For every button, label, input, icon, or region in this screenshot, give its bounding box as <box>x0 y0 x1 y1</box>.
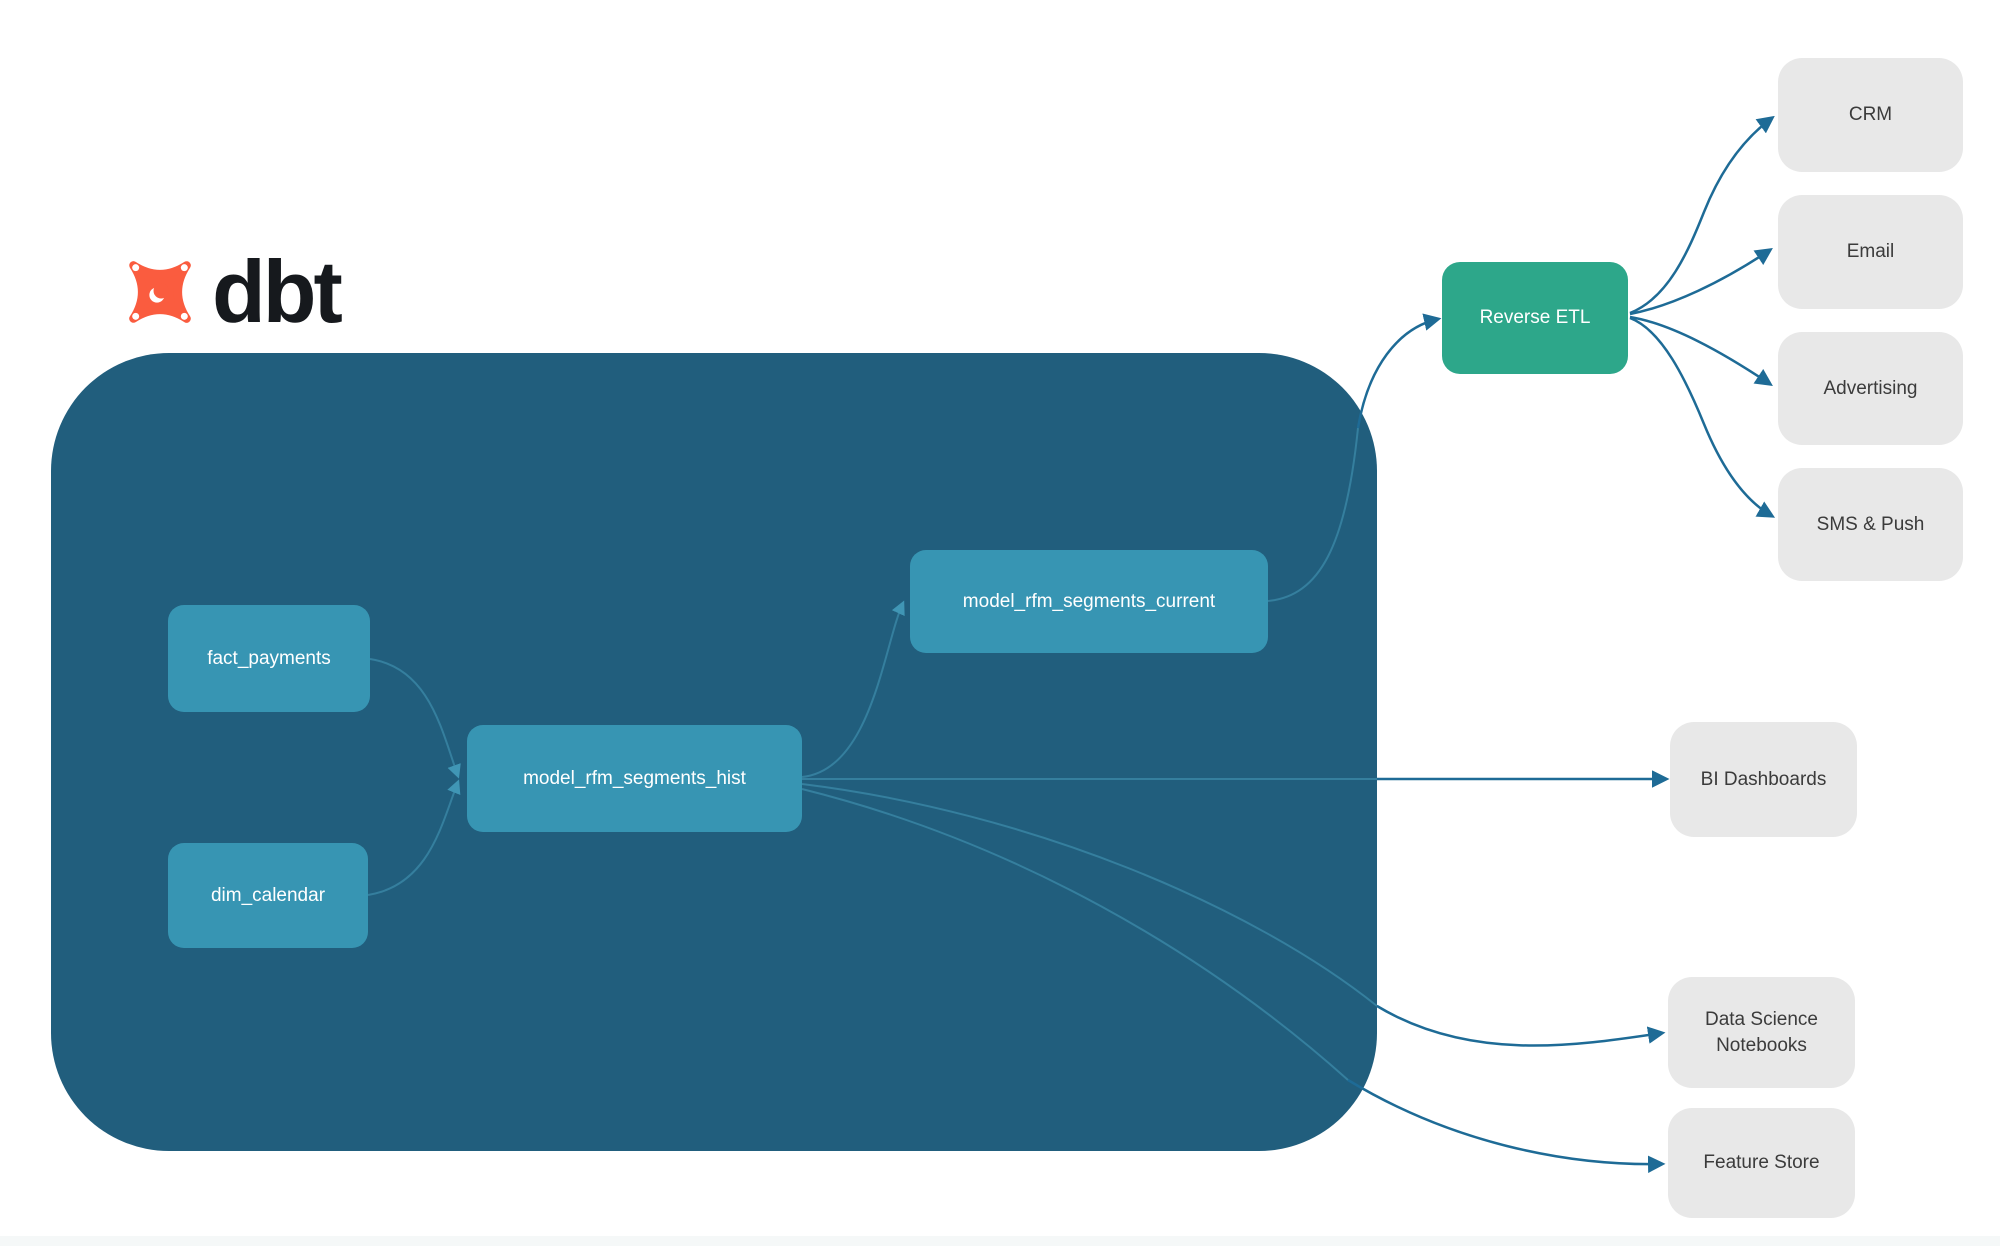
node-label: model_rfm_segments_hist <box>523 767 746 789</box>
node-label: Data Science Notebooks <box>1704 1008 1818 1056</box>
dbt-logo: dbt <box>122 242 343 341</box>
edge-current-to-reverse-etl <box>1356 313 1442 429</box>
node-email: Email <box>1778 195 1963 309</box>
node-fact-payments: fact_payments <box>168 605 370 712</box>
edge-reverse-etl-to-sms-push <box>1629 316 1776 518</box>
edge-hist-to-current <box>801 600 905 778</box>
node-label: Feature Store <box>1703 1152 1820 1174</box>
node-model-rfm-segments-hist: model_rfm_segments_hist <box>467 725 802 832</box>
node-data-science-notebooks: Data Science Notebooks <box>1668 977 1855 1088</box>
edge-hist-to-feature-store-inside <box>801 788 1349 1081</box>
edge-to-feature-store <box>1347 1078 1666 1174</box>
edge-reverse-etl-to-crm <box>1629 115 1775 315</box>
edge-current-to-reverse-etl-inside <box>1267 427 1359 602</box>
node-label: SMS & Push <box>1816 513 1925 535</box>
node-label: Advertising <box>1823 377 1918 399</box>
edge-fact-payments-to-hist <box>369 658 461 779</box>
node-bi-dashboards: BI Dashboards <box>1670 722 1857 837</box>
node-label: Reverse ETL <box>1479 307 1591 328</box>
node-sms-push: SMS & Push <box>1778 468 1963 581</box>
node-advertising: Advertising <box>1778 332 1963 445</box>
edge-reverse-etl-to-advertising <box>1629 315 1773 386</box>
dbt-logo-text: dbt <box>212 242 343 341</box>
node-label: dim_calendar <box>210 884 326 906</box>
node-feature-store: Feature Store <box>1668 1108 1855 1218</box>
node-label: CRM <box>1848 104 1893 126</box>
edge-reverse-etl-to-email <box>1629 248 1773 316</box>
bottom-band <box>0 1236 2000 1246</box>
edge-dim-calendar-to-hist <box>367 779 461 896</box>
node-reverse-etl: Reverse ETL <box>1442 262 1628 374</box>
edge-hist-to-data-science-inside <box>801 783 1378 1007</box>
node-dim-calendar: dim_calendar <box>168 843 368 948</box>
node-label: fact_payments <box>207 647 331 669</box>
dbt-star-icon <box>129 261 191 323</box>
node-label: BI Dashboards <box>1700 768 1827 790</box>
node-label: Email <box>1846 241 1895 263</box>
node-crm: CRM <box>1778 58 1963 172</box>
node-label: model_rfm_segments_current <box>962 590 1216 612</box>
node-model-rfm-segments-current: model_rfm_segments_current <box>910 550 1268 653</box>
edge-to-data-science-notebooks <box>1376 1004 1666 1047</box>
